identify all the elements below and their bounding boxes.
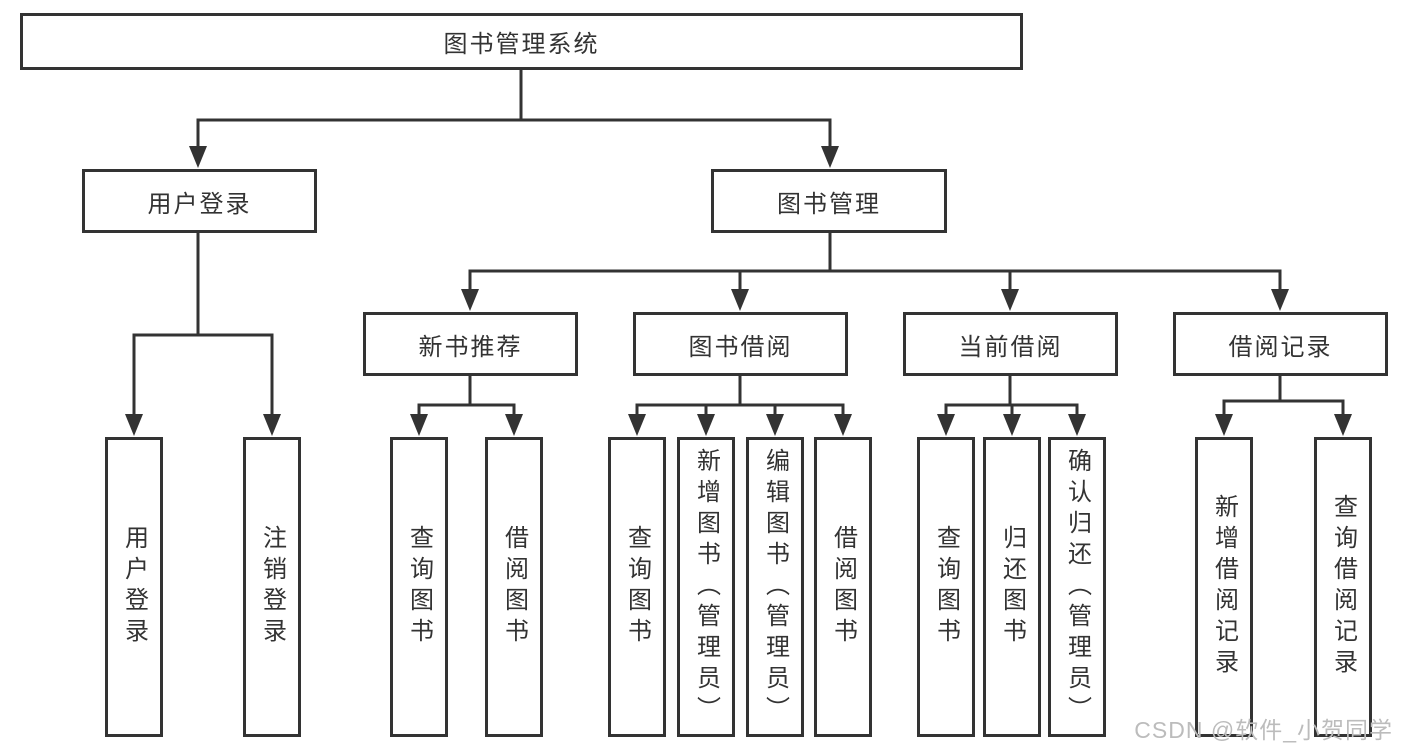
leaf-return-book: 归还图书	[983, 437, 1041, 737]
connector-newbook-to-leaves	[410, 376, 523, 436]
csdn-watermark: CSDN @软件_小贺同学	[1134, 717, 1393, 743]
leaf-query-borrow-record: 查询借阅记录	[1314, 437, 1372, 737]
connector-userlogin-to-leaves	[125, 233, 281, 436]
connector-bookmgmt-to-level2	[461, 233, 1289, 311]
leaf-logout: 注销登录	[243, 437, 301, 737]
leaf-query-book-3: 查询图书	[917, 437, 975, 737]
connector-root-to-level1	[189, 70, 839, 168]
root-node-library-system: 图书管理系统	[20, 13, 1023, 70]
leaf-query-book-1: 查询图书	[390, 437, 448, 737]
node-new-book-recommend: 新书推荐	[363, 312, 578, 376]
connector-borrow-to-leaves	[628, 376, 852, 436]
leaf-user-login: 用户登录	[105, 437, 163, 737]
leaf-borrow-book-1: 借阅图书	[485, 437, 543, 737]
node-borrow-record: 借阅记录	[1173, 312, 1388, 376]
leaf-edit-book-admin: 编辑图书（管理员）	[746, 437, 804, 737]
leaf-add-book-admin: 新增图书（管理员）	[677, 437, 735, 737]
leaf-borrow-book-2: 借阅图书	[814, 437, 872, 737]
node-book-borrow: 图书借阅	[633, 312, 848, 376]
leaf-query-book-2: 查询图书	[608, 437, 666, 737]
connector-record-to-leaves	[1215, 376, 1352, 436]
connector-current-to-leaves	[937, 376, 1086, 436]
leaf-add-borrow-record: 新增借阅记录	[1195, 437, 1253, 737]
node-book-management: 图书管理	[711, 169, 947, 233]
node-user-login: 用户登录	[82, 169, 317, 233]
node-current-borrow: 当前借阅	[903, 312, 1118, 376]
leaf-confirm-return-admin: 确认归还（管理员）	[1048, 437, 1106, 737]
